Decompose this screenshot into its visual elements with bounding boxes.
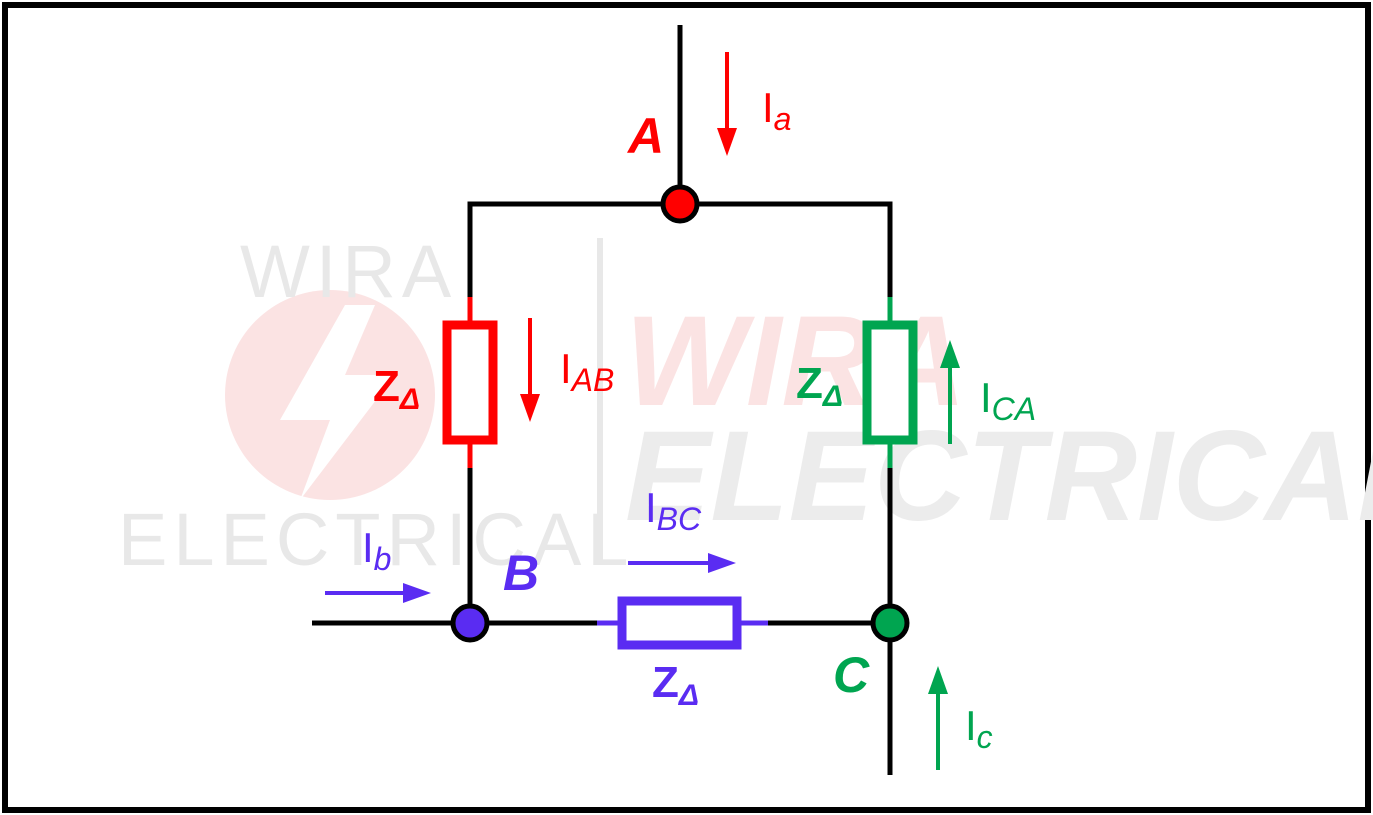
arrow-ia-head bbox=[717, 128, 737, 156]
arrow-ic-head bbox=[928, 666, 948, 694]
current-iab-label: IAB bbox=[560, 345, 614, 398]
watermark-bolt-icon bbox=[280, 305, 395, 500]
impedance-bc-label: ZΔ bbox=[652, 658, 699, 712]
node-a-dot bbox=[660, 184, 700, 224]
impedance-ca-label: ZΔ bbox=[796, 359, 843, 413]
current-arrows bbox=[325, 52, 960, 770]
node-a-label: A bbox=[626, 108, 664, 164]
current-ia-label: Ia bbox=[762, 84, 791, 137]
watermark-large-bottom-word: ELECTRICAL bbox=[625, 405, 1373, 548]
watermark: WIRA ELECTRICAL WIRA ELECTRICAL bbox=[118, 230, 1373, 581]
arrow-ibc-head bbox=[708, 553, 736, 573]
arrow-iab-head bbox=[520, 394, 540, 422]
arrow-ica-head bbox=[940, 340, 960, 368]
node-b-label: B bbox=[503, 545, 539, 601]
current-ibc-label: IBC bbox=[645, 484, 702, 537]
node-c-dot bbox=[870, 603, 910, 643]
impedance-ca bbox=[862, 297, 918, 468]
node-c-label: C bbox=[833, 647, 870, 703]
watermark-top-word: WIRA bbox=[240, 230, 457, 313]
current-ica-label: ICA bbox=[980, 374, 1036, 427]
current-ic-label: Ic bbox=[965, 702, 993, 755]
node-b-dot bbox=[450, 603, 490, 643]
arrow-ib-head bbox=[403, 583, 431, 603]
impedance-ab-label: ZΔ bbox=[373, 362, 420, 416]
watermark-bottom-word: ELECTRICAL bbox=[118, 498, 634, 581]
current-ib-label: Ib bbox=[362, 524, 391, 577]
impedance-ab bbox=[442, 297, 498, 468]
impedance-bc bbox=[597, 596, 768, 650]
